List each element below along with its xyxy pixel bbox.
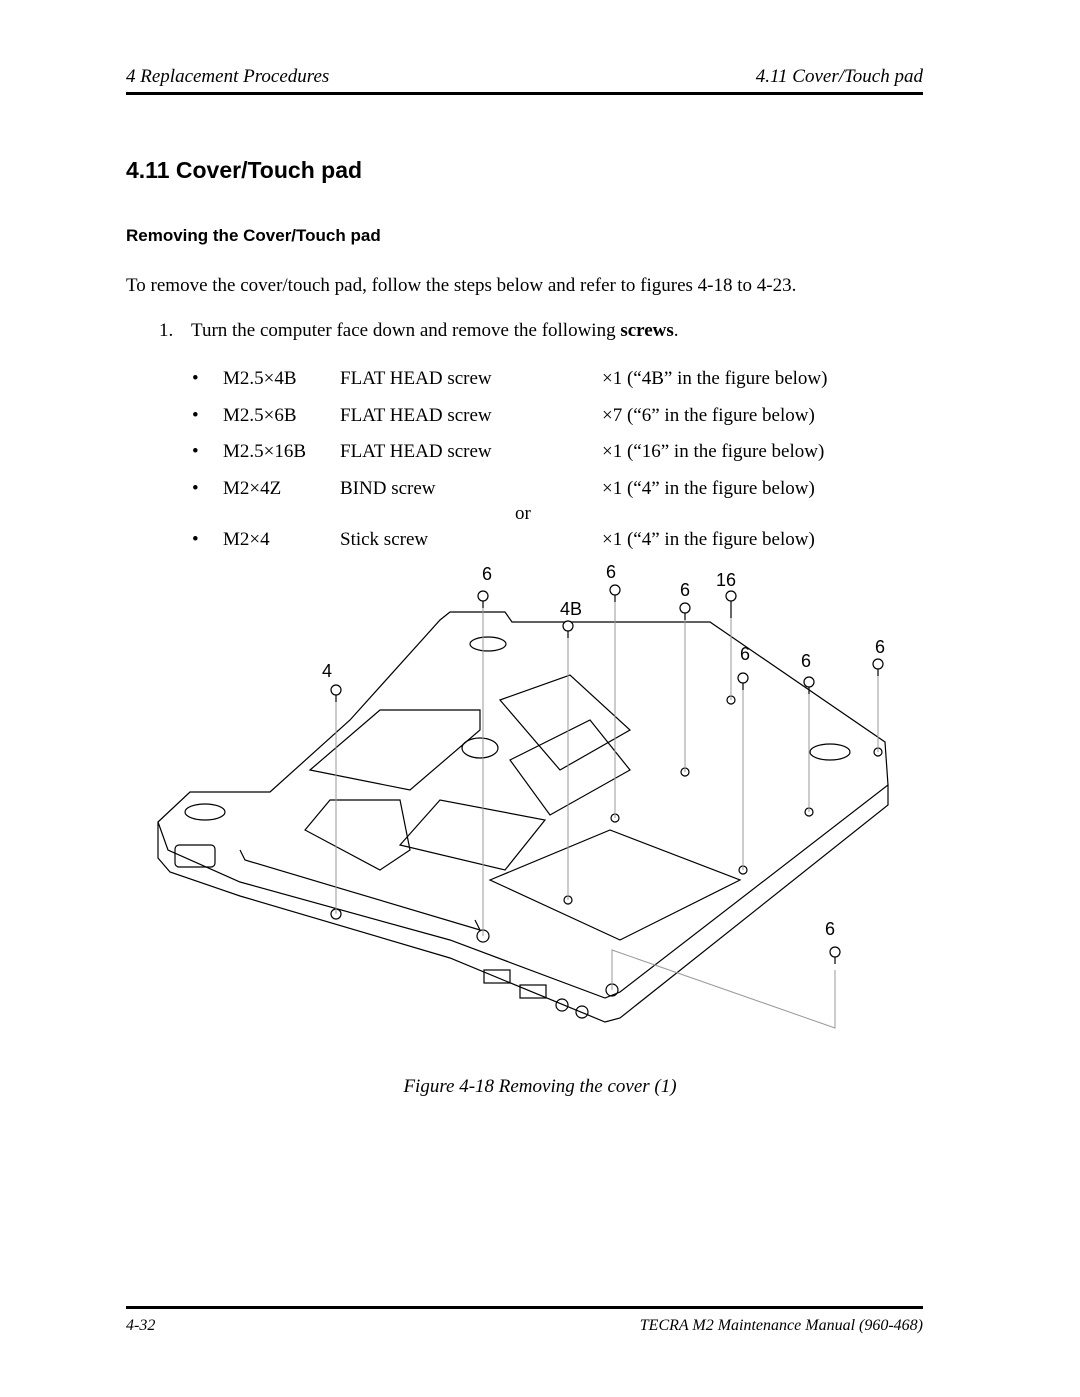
- or-separator: or: [515, 503, 531, 524]
- screw-icon: [803, 676, 815, 694]
- screw-item: • M2.5×4B FLAT HEAD screw ×1 (“4B” in th…: [192, 368, 828, 389]
- intro-paragraph: To remove the cover/touch pad, follow th…: [126, 275, 797, 296]
- screw-item: • M2×4Z BIND screw ×1 (“4” in the figure…: [192, 478, 815, 499]
- page-footer: 4-32 TECRA M2 Maintenance Manual (960-46…: [126, 1306, 923, 1339]
- manual-title: TECRA M2 Maintenance Manual (960-468): [639, 1317, 923, 1334]
- screw-icon: [330, 684, 342, 702]
- usb-port-2: [519, 984, 547, 999]
- vga-port: [174, 844, 216, 868]
- screw-item: • M2.5×16B FLAT HEAD screw ×1 (“16” in t…: [192, 441, 825, 462]
- laptop-diagram: 4 6 4B 6 6 16 6 6 6 6: [157, 562, 889, 1029]
- memory-door: [498, 674, 632, 771]
- callout-label: 6: [801, 651, 811, 671]
- laptop-edge: [157, 785, 889, 1023]
- screw-icon: [679, 602, 691, 620]
- bay-outline: [308, 709, 481, 791]
- panel-center: [398, 799, 547, 871]
- screw-icon: [872, 658, 884, 676]
- memory-slot: [509, 719, 631, 816]
- callout-label: 16: [716, 570, 736, 590]
- step-text: Turn the computer face down and remove t…: [191, 320, 679, 341]
- screw-item: • M2×4 Stick screw ×1 (“4” in the figure…: [192, 529, 815, 550]
- usb-port-1: [483, 969, 511, 984]
- callout-label: 6: [825, 919, 835, 939]
- foot-top: [469, 636, 507, 652]
- figure-caption: Figure 4-18 Removing the cover (1): [403, 1076, 677, 1097]
- laptop-outline: [157, 611, 889, 999]
- callout-label: 6: [606, 562, 616, 582]
- screw-icon: [562, 620, 574, 638]
- foot-right: [809, 743, 851, 761]
- hdd-bay: [488, 829, 742, 941]
- audio-jack-2: [575, 1005, 589, 1019]
- section-title: 4.11 Cover/Touch pad: [126, 157, 363, 183]
- page-header: 4 Replacement Procedures 4.11 Cover/Touc…: [126, 64, 923, 95]
- callout-label: 6: [740, 644, 750, 664]
- vent-circle: [461, 737, 499, 759]
- callout-label: 6: [875, 637, 885, 657]
- step-bold-word: screws: [620, 320, 674, 341]
- front-rail: [239, 849, 482, 931]
- screw-item: • M2.5×6B FLAT HEAD screw ×7 (“6” in the…: [192, 405, 815, 426]
- page-number: 4-32: [126, 1317, 156, 1334]
- laptop-bottom-figure: 4 6 4B 6 6 16 6 6 6 6: [150, 560, 910, 1060]
- foot-left: [184, 803, 226, 821]
- subsection-title: Removing the Cover/Touch pad: [126, 226, 381, 245]
- audio-jack-1: [555, 998, 569, 1012]
- callout-label: 4: [322, 661, 332, 681]
- header-chapter: 4 Replacement Procedures: [126, 66, 330, 87]
- screw-icon: [477, 590, 489, 608]
- screw-icon: [609, 584, 621, 602]
- callout-label: 4B: [560, 599, 582, 619]
- screw-icon: [737, 672, 749, 690]
- step-number: 1.: [159, 320, 174, 341]
- header-section: 4.11 Cover/Touch pad: [755, 66, 923, 87]
- callout-label: 6: [680, 580, 690, 600]
- screw-icon: [829, 946, 841, 964]
- screw-icon: [725, 590, 737, 618]
- panel-left: [304, 799, 411, 871]
- callout-label: 6: [482, 564, 492, 584]
